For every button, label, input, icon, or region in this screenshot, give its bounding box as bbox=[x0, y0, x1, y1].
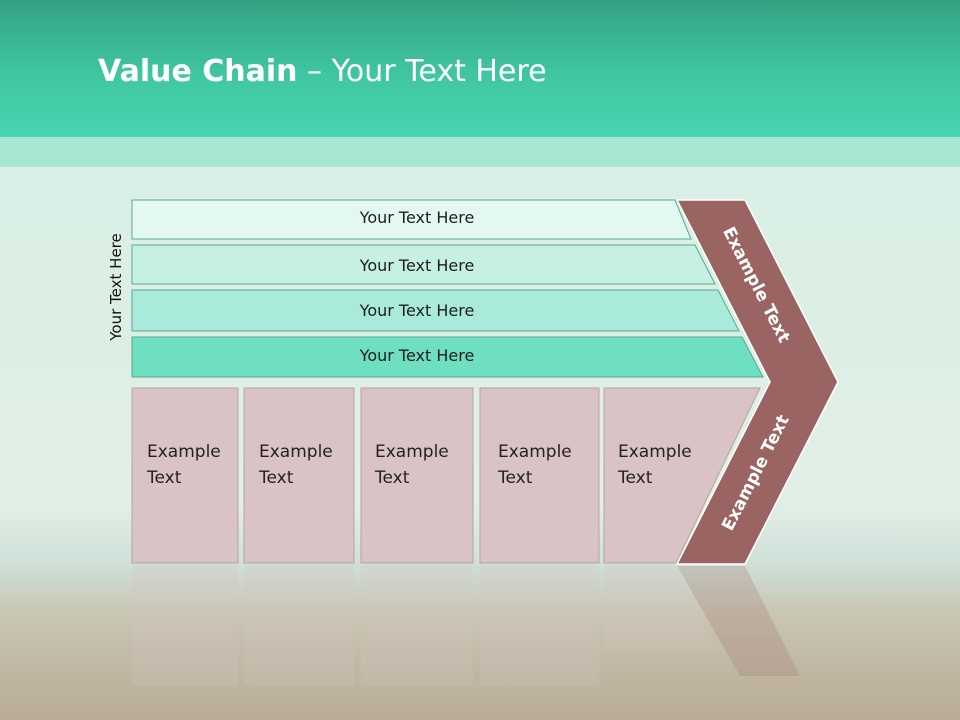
box-1-line1: Example bbox=[147, 442, 221, 462]
title-bold: Value Chain bbox=[98, 54, 298, 89]
box-5-line2: Text bbox=[618, 468, 653, 488]
box-4-line1: Example bbox=[498, 442, 572, 462]
header-band bbox=[0, 137, 960, 167]
box-2-line1: Example bbox=[259, 442, 333, 462]
box-5-line1: Example bbox=[618, 442, 692, 462]
bar-4 bbox=[131, 336, 764, 378]
box-3-line2: Text bbox=[375, 468, 410, 488]
bar-2 bbox=[131, 244, 716, 285]
activity-box-5 bbox=[603, 387, 761, 564]
box-1-line2: Text bbox=[147, 468, 182, 488]
bar-3 bbox=[131, 289, 740, 332]
bar-1 bbox=[131, 199, 692, 240]
boxes-reflection bbox=[132, 566, 800, 686]
bar-4-label: Your Text Here bbox=[359, 346, 475, 365]
header-bar bbox=[0, 0, 960, 137]
title-rest: – Your Text Here bbox=[297, 54, 547, 89]
chevron-arrow bbox=[675, 199, 839, 565]
activity-box-1 bbox=[131, 387, 239, 564]
slide-title: Value Chain – Your Text Here bbox=[98, 54, 547, 89]
bar-3-label: Your Text Here bbox=[359, 301, 475, 320]
box-4-line2: Text bbox=[498, 468, 533, 488]
activity-box-4 bbox=[479, 387, 600, 564]
activity-box-3 bbox=[360, 387, 474, 564]
activity-box-2 bbox=[243, 387, 355, 564]
bar-1-label: Your Text Here bbox=[359, 208, 475, 227]
bar-2-label: Your Text Here bbox=[359, 256, 475, 275]
box-2-line2: Text bbox=[259, 468, 294, 488]
box-3-line1: Example bbox=[375, 442, 449, 462]
